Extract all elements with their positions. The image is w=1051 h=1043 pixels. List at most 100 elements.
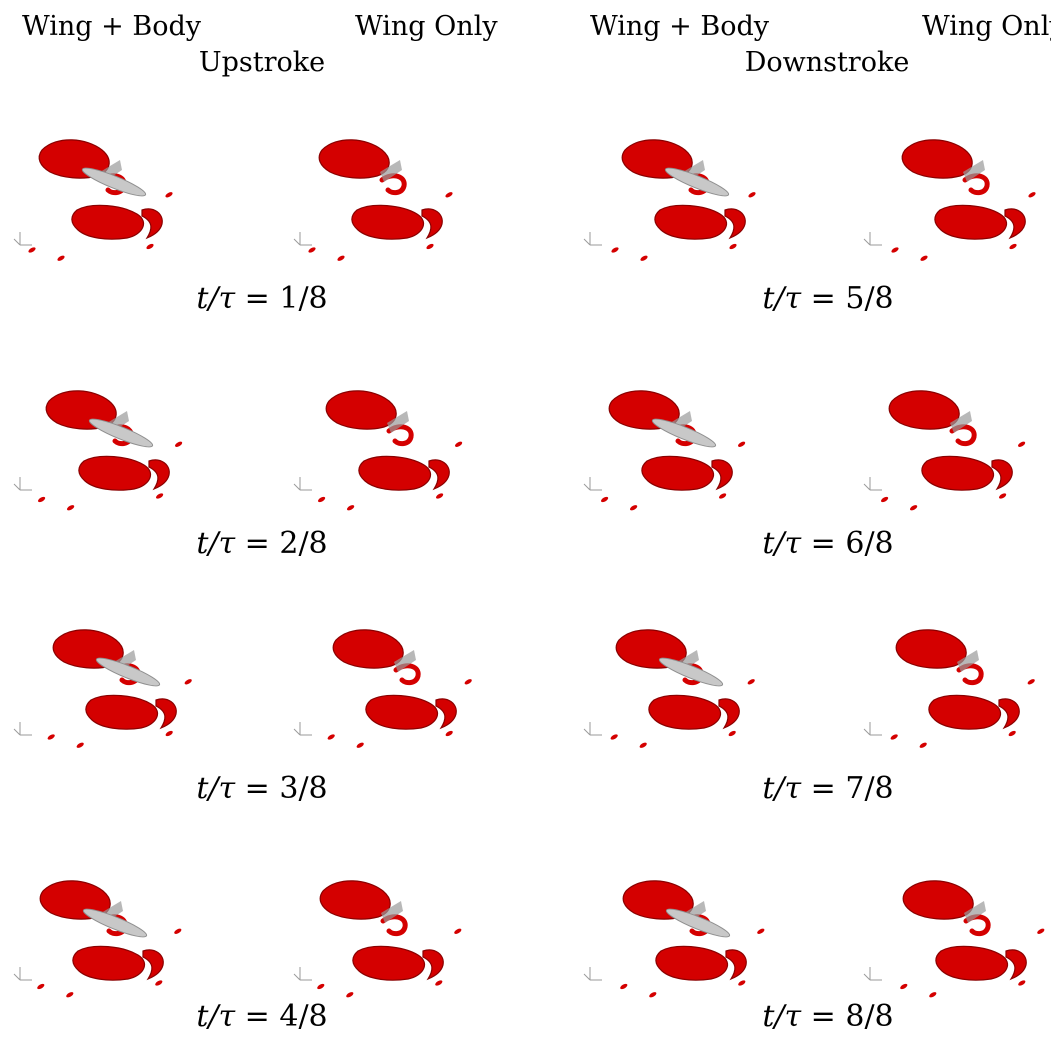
wing-surface [387,411,409,433]
axes-triad-icon [13,967,32,981]
vortex-isosurface-render [13,139,173,261]
vortex-panel-upstroke-1-wing-only [290,110,490,280]
vortex-panel-downstroke-4-wing-body [580,845,780,1015]
vortex-fragment [155,493,164,499]
axes-triad-icon [293,722,312,736]
body-ellipsoid [95,657,161,687]
vortex-fragment [346,505,355,511]
vortex-fragment [28,247,36,253]
time-label-upstroke-3: t/τ = 3/8 [196,772,327,806]
body-ellipsoid [82,908,148,938]
vortex-panel-downstroke-3-wing-only [860,600,1051,770]
vortex-fragment [611,247,619,253]
vortex-fragment [748,192,756,198]
time-label-rhs: 5/8 [845,281,894,316]
vortex-structure [352,945,426,981]
vortex-structure [1004,208,1026,240]
vortex-fragment [37,983,45,990]
vortex-fragment [346,992,354,998]
axes-triad-icon [13,477,32,491]
vortex-structure [654,204,728,240]
vortex-fragment [174,928,182,934]
vortex-isosurface-render [583,390,746,511]
vortex-fragment [327,734,335,740]
axes-triad-icon [863,232,882,246]
vortex-structure [72,945,146,981]
time-label-lhs: t/τ [762,771,802,806]
vortex-structure [141,208,163,240]
vortex-panel-upstroke-2-wing-only [290,355,490,525]
vortex-structure [325,390,397,430]
vortex-fragment [1037,928,1045,934]
time-label-rhs: 3/8 [279,771,328,806]
vortex-isosurface-render [293,880,462,998]
vortex-fragment [47,734,55,740]
vortex-fragment [718,493,727,499]
vortex-structure [142,949,164,981]
vortex-panel-downstroke-3-wing-body [580,600,780,770]
time-label-equals: = [235,281,280,316]
vortex-structure [155,698,177,730]
vortex-fragment [1009,243,1017,250]
time-label-rhs: 4/8 [279,999,328,1034]
vortex-structure [78,455,152,491]
vortex-fragment [649,992,657,998]
vortex-fragment [445,730,453,737]
time-label-rhs: 7/8 [845,771,894,806]
body-ellipsoid [664,167,730,197]
vortex-structure [998,698,1020,730]
vortex-structure [935,945,1009,981]
vortex-fragment [919,742,927,748]
vortex-structure [711,459,733,491]
vortex-fragment [757,928,765,934]
body-ellipsoid [658,657,724,687]
vortex-fragment [426,243,434,250]
vortex-fragment [165,730,173,737]
vortex-panel-upstroke-4-wing-body [10,845,210,1015]
vortex-structure [71,204,145,240]
time-label-equals: = [235,999,280,1034]
time-label-lhs: t/τ [196,281,236,316]
vortex-structure [921,455,995,491]
vortex-fragment [174,441,183,447]
vortex-isosurface-render [863,880,1045,998]
time-label-rhs: 6/8 [845,526,894,561]
vortex-fragment [445,192,453,198]
vortex-structure [934,204,1008,240]
vortex-fragment [729,243,737,250]
vortex-isosurface-render [13,880,182,998]
vortex-isosurface-render [863,390,1026,511]
vortex-panel-downstroke-2-wing-only [860,355,1051,525]
axes-triad-icon [863,967,882,981]
vortex-fragment [308,247,316,253]
vortex-isosurface-render [293,390,463,511]
time-label-equals: = [801,281,846,316]
time-label-equals: = [235,771,280,806]
vortex-fragment [737,441,746,447]
vortex-fragment [66,992,74,998]
axes-triad-icon [583,967,602,981]
vortex-panel-upstroke-1-wing-body [10,110,210,280]
axes-triad-icon [293,477,312,491]
vortex-structure [428,459,450,491]
vortex-fragment [620,983,628,990]
time-label-lhs: t/τ [762,281,802,316]
time-label-lhs: t/τ [762,999,802,1034]
header-upstroke-phase: Upstroke [198,47,326,78]
vortex-fragment [998,493,1007,499]
vortex-fragment [1017,441,1026,447]
body-ellipsoid [651,418,717,448]
vortex-fragment [435,980,443,986]
time-label-upstroke-4: t/τ = 4/8 [196,1000,327,1034]
vortex-fragment [1028,192,1036,198]
vortex-fragment [1008,730,1016,737]
vortex-fragment [356,742,364,748]
vortex-panel-upstroke-3-wing-body [10,600,210,770]
header-downstroke-phase: Downstroke [744,47,910,78]
vortex-fragment [155,980,163,986]
time-label-lhs: t/τ [196,999,236,1034]
vortex-structure [148,459,170,491]
time-label-upstroke-1: t/τ = 1/8 [196,282,327,316]
vortex-structure [421,208,443,240]
vortex-panel-downstroke-4-wing-only [860,845,1051,1015]
